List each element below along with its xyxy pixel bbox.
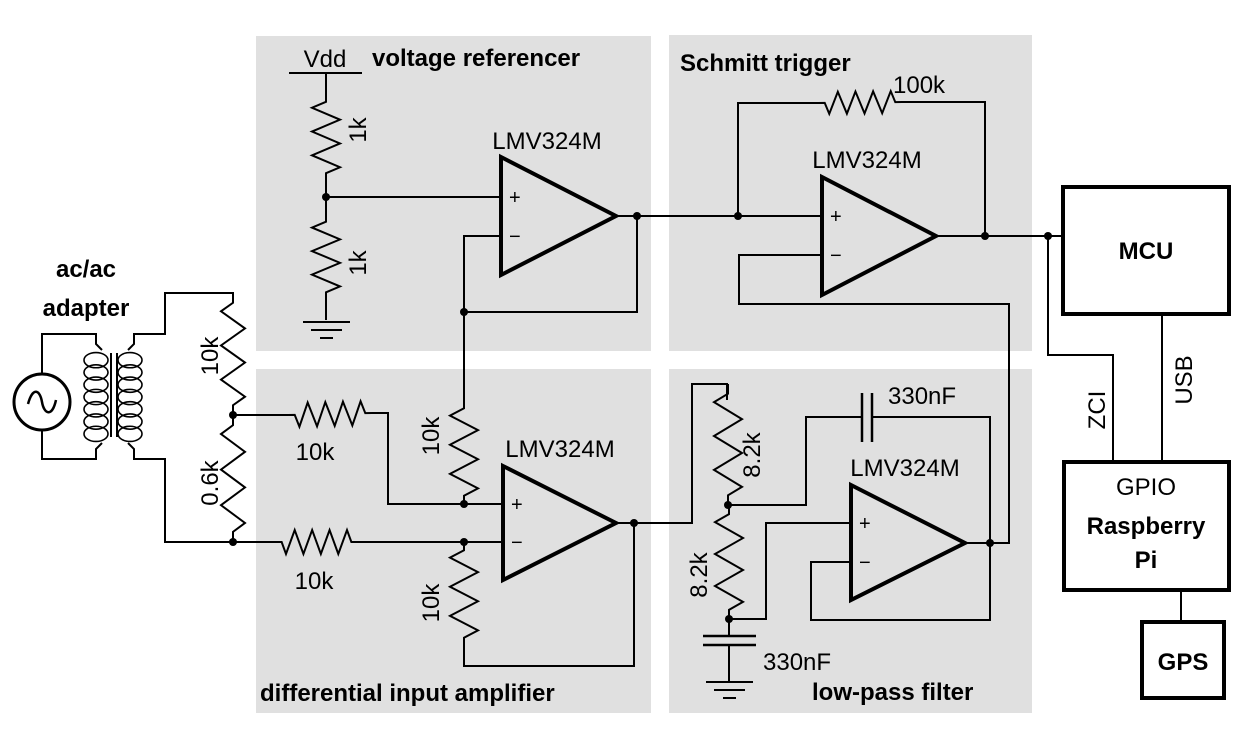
plus-sign: + <box>859 513 871 535</box>
minus-sign: − <box>509 226 521 248</box>
adapter-label-line1: ac/ac <box>56 256 116 283</box>
wire <box>728 416 862 506</box>
label-divider-bottom: 0.6k <box>197 459 224 505</box>
coil-loop <box>83 351 109 369</box>
wire <box>463 523 635 667</box>
opamp-schmitt-trigger: + − <box>820 173 941 299</box>
resistor-zigzag <box>817 88 903 117</box>
resistor-zigzag <box>712 505 746 619</box>
section-title-schmitt-trigger: Schmitt trigger <box>680 50 851 77</box>
gpio-label: GPIO <box>1116 474 1176 501</box>
resistor-zigzag <box>447 542 481 646</box>
label-divider-top: 10k <box>197 336 224 376</box>
ground-icon <box>303 321 350 339</box>
plus-sign: + <box>511 494 523 516</box>
opamp-label: LMV324M <box>850 455 959 482</box>
raspberry-pi-block <box>1062 460 1231 592</box>
resistor-divider-bottom <box>219 415 247 542</box>
opamp-label: LMV324M <box>812 147 921 174</box>
coil-loop <box>83 400 109 418</box>
resistor-diff-input-bottom <box>275 527 358 557</box>
resistor-zigzag <box>309 95 343 180</box>
resistor-schmitt-feedback <box>817 88 903 117</box>
opamp-label: LMV324M <box>505 436 614 463</box>
label-ref-bottom: 1k <box>345 249 372 275</box>
link-label-usb: USB <box>1171 355 1198 404</box>
label-lpf-2: 8.2k <box>686 551 713 597</box>
label-lpf-cap-ground: 330nF <box>763 649 831 676</box>
label-diff-input-top: 10k <box>296 439 336 466</box>
resistor-zigzag <box>219 293 247 415</box>
minus-sign: − <box>859 552 871 574</box>
resistor-lpf-1 <box>712 384 744 505</box>
coil-loop <box>83 388 109 406</box>
minus-sign: − <box>511 532 523 554</box>
resistor-zigzag <box>712 384 744 505</box>
wire <box>738 254 1010 544</box>
resistor-zigzag <box>309 215 343 299</box>
label-lpf-cap-feedback: 330nF <box>888 383 956 410</box>
mcu-block <box>1061 185 1231 316</box>
plus-sign: + <box>830 206 842 228</box>
resistor-divider-top <box>219 293 247 415</box>
resistor-zigzag <box>287 398 373 430</box>
resistor-zigzag <box>275 527 358 557</box>
wire <box>729 522 851 620</box>
resistor-zigzag <box>447 400 481 504</box>
opamp-label: LMV324M <box>492 128 601 155</box>
transformer-icon <box>83 351 143 443</box>
wire <box>127 442 256 543</box>
resistor-diff-feedback <box>447 542 481 646</box>
sine-icon <box>26 390 58 414</box>
panel-voltage-referencer <box>256 36 651 351</box>
label-diff-feedback: 10k <box>418 583 445 623</box>
resistor-lpf-2 <box>712 505 746 619</box>
plus-sign: + <box>509 187 521 209</box>
link-label-zci: ZCI <box>1084 391 1111 430</box>
resistor-diff-input-top <box>287 398 373 430</box>
coil-loop <box>83 425 109 443</box>
label-schmitt-feedback: 100k <box>893 72 946 99</box>
section-title-voltage-referencer: voltage referencer <box>372 45 580 72</box>
gps-block <box>1140 620 1226 700</box>
label-ref-top: 1k <box>345 116 372 142</box>
wire <box>372 412 503 505</box>
resistor-ref-bottom <box>309 215 343 299</box>
minus-sign: − <box>830 245 842 267</box>
capacitor-lpf-ground <box>703 634 756 647</box>
section-title-differential-amplifier: differential input amplifier <box>260 680 555 707</box>
wire <box>810 416 991 621</box>
wire-zci <box>1047 236 1114 462</box>
opamp-low-pass-filter: + − <box>849 481 970 604</box>
raspberry-pi-label-line2: Pi <box>1135 547 1158 574</box>
ac-source <box>12 372 72 432</box>
mcu-label: MCU <box>1119 238 1174 265</box>
label-diff-input-bottom: 10k <box>295 568 335 595</box>
ground-icon <box>706 681 753 699</box>
resistor-zigzag <box>219 415 247 542</box>
wire <box>41 430 103 460</box>
coil-loop <box>83 364 109 381</box>
resistor-ref-top <box>309 95 343 180</box>
secondary-coil <box>117 351 143 443</box>
section-title-low-pass-filter: low-pass filter <box>812 679 973 706</box>
wire <box>902 101 986 236</box>
coil-loop <box>83 413 109 430</box>
raspberry-pi-label-line1: Raspberry <box>1087 513 1206 540</box>
vdd-label: Vdd <box>304 46 347 73</box>
primary-coil <box>83 351 109 443</box>
adapter-label-line2: adapter <box>43 295 130 322</box>
wire <box>41 333 103 374</box>
opamp-voltage-referencer: + − <box>499 153 621 279</box>
opamp-differential-amplifier: + − <box>501 462 621 584</box>
label-lpf-1: 8.2k <box>739 431 766 477</box>
wire <box>737 102 818 216</box>
gps-label: GPS <box>1158 649 1209 676</box>
junction <box>460 500 468 508</box>
label-diff-reference: 10k <box>418 416 445 456</box>
coil-loop <box>83 376 109 394</box>
resistor-diff-reference <box>447 400 481 504</box>
